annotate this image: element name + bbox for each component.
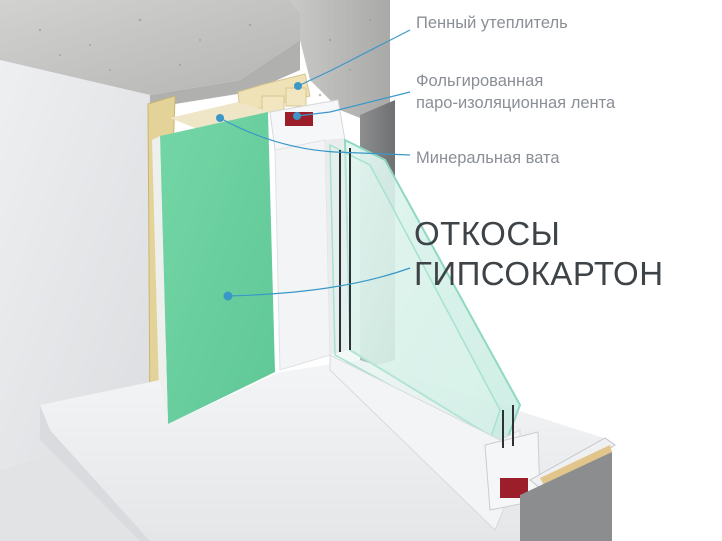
frame-side <box>274 139 331 371</box>
drywall-reveal-panel <box>160 112 275 424</box>
drywall-edge <box>152 136 168 428</box>
callout-mineral-wool-label: Минеральная вата <box>416 149 560 167</box>
concrete-slab-top <box>0 0 300 95</box>
callout-foam-insulation-label: Пенный утеплитель <box>416 14 568 32</box>
callout-vapor-tape-label-line2: паро-изоляционная лента <box>416 94 616 112</box>
foam-block-2 <box>285 87 307 107</box>
interior-wall <box>0 60 150 470</box>
foam-block-1 <box>261 95 285 113</box>
exterior-foam <box>540 445 612 487</box>
exterior-wall <box>520 452 612 541</box>
concrete-upper-block <box>290 0 390 130</box>
callout-dots <box>216 82 302 301</box>
main-title-line2: ГИПСОКАРТОН <box>414 255 664 292</box>
main-title-line1: ОТКОСЫ <box>414 215 561 252</box>
callout-vapor-tape-label-line1: Фольгированная <box>416 72 544 90</box>
frame-bottom-steel <box>500 478 528 498</box>
callout-lines <box>219 29 411 297</box>
concrete-texture <box>38 18 371 97</box>
concrete-slab-face <box>150 40 300 108</box>
glass-pane-inner <box>329 143 501 442</box>
